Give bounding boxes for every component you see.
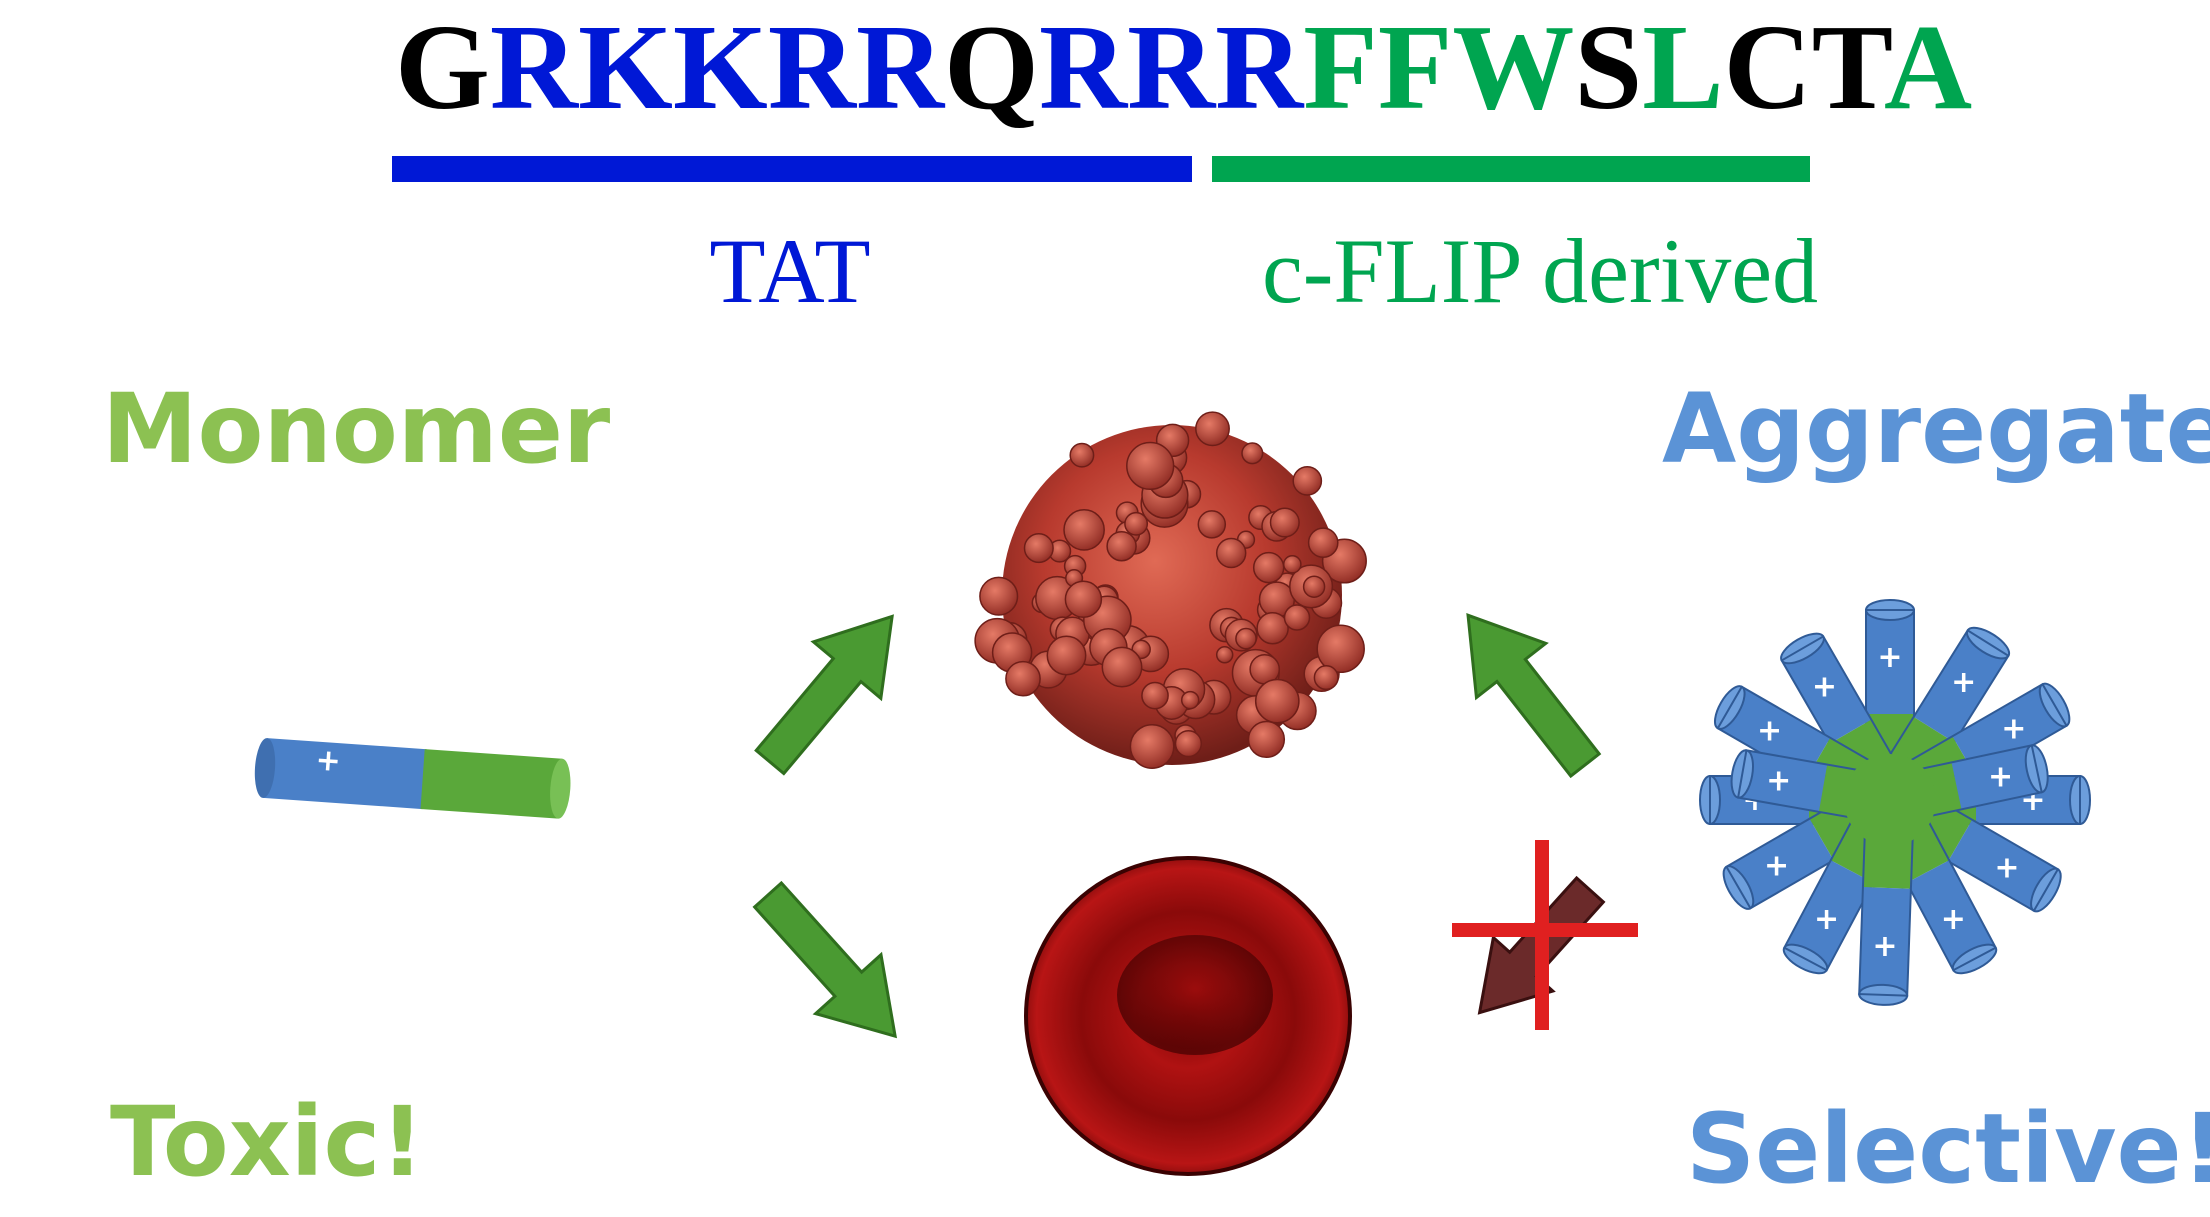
sequence-residue: T [1812, 0, 1892, 135]
cell-surface-bleb [1069, 442, 1095, 468]
cell-surface-bleb [1101, 646, 1143, 688]
tat-underline [392, 156, 1192, 182]
cell-surface-bleb [1316, 624, 1365, 674]
cflip-underline [1212, 156, 1810, 182]
sequence-residue: G [395, 0, 490, 135]
cell-surface-bleb [1254, 678, 1300, 724]
cell-surface-bleb [1256, 611, 1289, 645]
arrow-aggregate-to-cancer [1466, 613, 1602, 779]
charge-plus: + [1814, 902, 1839, 937]
charge-plus: + [1951, 665, 1976, 700]
cell-surface-bleb [1241, 442, 1264, 465]
charge-plus: + [314, 743, 342, 780]
sequence-residue: C [1724, 0, 1812, 135]
cell-surface-bleb [1313, 665, 1339, 691]
sequence-residue: F [1378, 0, 1453, 135]
cell-surface-bleb [1005, 660, 1041, 697]
cell-surface-bleb [1197, 510, 1227, 539]
charge-plus: + [1988, 760, 2013, 795]
sequence-residue: W [1452, 0, 1574, 135]
cell-surface-bleb [1252, 551, 1285, 584]
charge-plus: + [1877, 640, 1902, 675]
charge-plus: + [2001, 712, 2026, 747]
sequence-residue: F [1303, 0, 1378, 135]
cflip-label: c-FLIP derived [1262, 220, 1818, 322]
cell-surface-bleb [1215, 537, 1247, 569]
cell-surface-bleb [1141, 681, 1169, 710]
cell-surface-bleb [1063, 509, 1105, 551]
cell-surface-bleb [1129, 724, 1175, 769]
sequence-residue: L [1642, 0, 1723, 135]
aggregate-core [1844, 754, 1936, 846]
sequence-residue: R [1127, 0, 1217, 135]
aggregate-label: Aggregate [1662, 373, 2210, 485]
cell-surface-bleb [1235, 627, 1257, 650]
charge-plus: + [1764, 849, 1789, 884]
selective-label: Selective! [1686, 1093, 2210, 1205]
charge-plus: + [1994, 851, 2019, 886]
peptide-monomer-icon: + [254, 738, 571, 819]
cell-surface-bleb [1307, 527, 1339, 559]
cell-surface-bleb [1283, 604, 1311, 631]
sequence-residue: R [856, 0, 946, 135]
cell-surface-bleb [1124, 511, 1149, 536]
sequence-residue: Q [944, 0, 1039, 135]
cell-surface-bleb [1106, 530, 1137, 562]
charge-plus: + [1766, 763, 1791, 798]
cell-surface-bleb [1023, 533, 1054, 564]
tat-label: TAT [709, 220, 870, 322]
sequence-residue: A [1884, 0, 1972, 135]
sequence-residue: K [673, 0, 768, 135]
charge-plus: + [1757, 714, 1782, 749]
cell-surface-bleb [1247, 720, 1286, 759]
peptide-aggregate-icon: ++++++++++++++ [1699, 599, 2091, 1006]
cell-surface-bleb [1064, 580, 1103, 619]
charge-plus: + [1872, 929, 1897, 964]
arrow-aggregate-to-rbc-blocked [1477, 875, 1606, 1015]
cell-surface-bleb [1046, 635, 1087, 676]
sequence-residue: R [768, 0, 858, 135]
cell-surface-bleb [1174, 729, 1203, 758]
cell-surface-bleb [1180, 690, 1200, 710]
monomer-label: Monomer [102, 373, 611, 485]
sequence-residue: R [1215, 0, 1305, 135]
blocked-cross-icon [1452, 840, 1638, 1030]
cell-surface-bleb [1126, 441, 1175, 491]
cell-surface-bleb [1215, 646, 1234, 664]
charge-plus: + [1812, 670, 1837, 705]
sequence-residue: R [1039, 0, 1129, 135]
sequence-residue: R [490, 0, 580, 135]
toxic-label: Toxic! [110, 1086, 424, 1198]
cell-surface-bleb [1292, 466, 1323, 496]
sequence-residue: K [578, 0, 673, 135]
charge-plus: + [1941, 902, 1966, 937]
arrow-monomer-to-cancer [754, 614, 894, 776]
sequence-residue: S [1574, 0, 1642, 135]
red-blood-cell-icon [1024, 856, 1352, 1176]
cell-surface-bleb [1195, 411, 1230, 447]
peptide-sequence: GRKKRRQRRRFFWSLCTA [395, 0, 1972, 135]
cell-surface-bleb [1269, 507, 1300, 538]
cell-surface-bleb [979, 576, 1019, 616]
cancer-cell-icon [974, 411, 1367, 769]
cell-surface-bleb [1302, 575, 1326, 598]
arrow-monomer-to-rbc [752, 880, 898, 1039]
cell-surface-bleb [1282, 554, 1302, 574]
